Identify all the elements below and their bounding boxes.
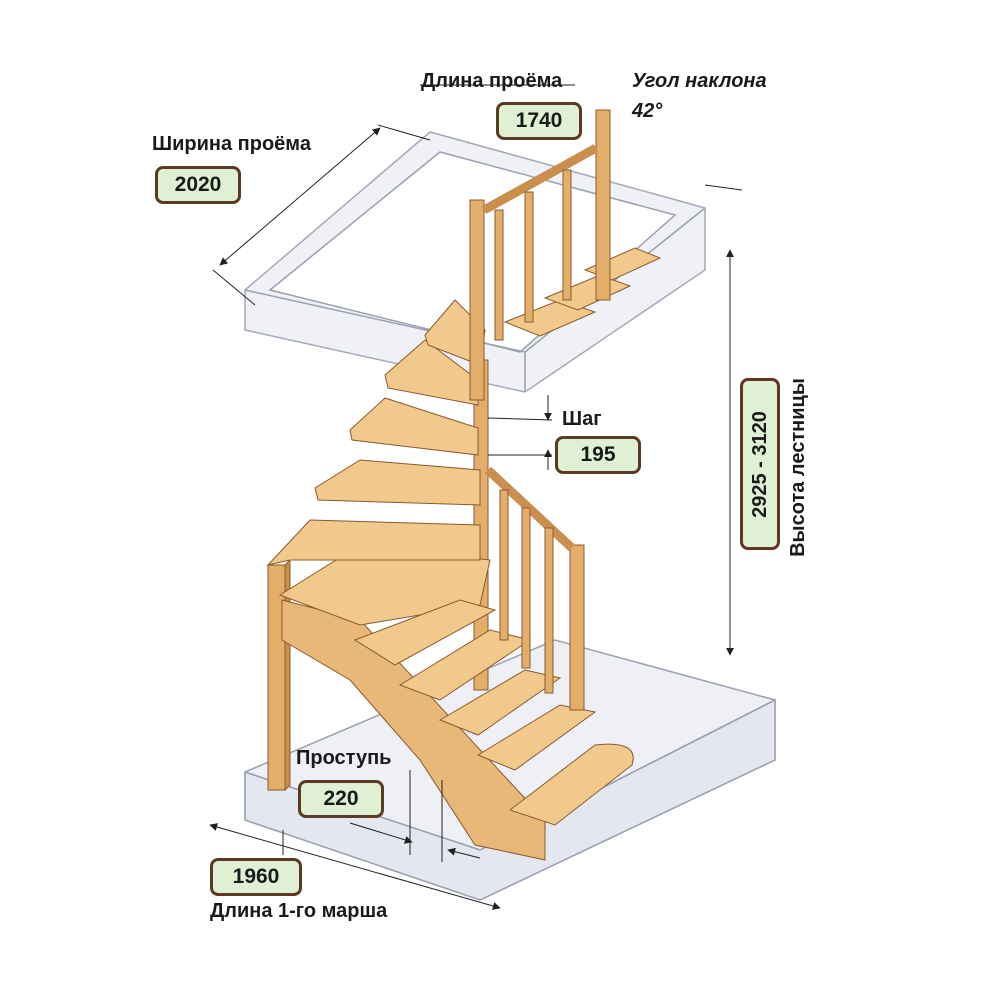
opening-length-value-box: 1740	[496, 102, 582, 140]
winder-step	[349, 397, 479, 456]
step-value-box: 195	[555, 436, 641, 474]
tread-label: Проступь	[296, 747, 392, 769]
step-label: Шаг	[562, 408, 602, 430]
winder-step	[266, 519, 481, 566]
slope-angle-value: 42°	[632, 100, 663, 122]
opening-length-label: Длина проёма	[421, 70, 563, 92]
tread-value-box: 220	[298, 780, 384, 818]
winder-steps	[266, 299, 491, 626]
opening-width-label: Ширина проёма	[152, 133, 311, 155]
lower-flight-steps	[353, 599, 634, 826]
step	[438, 669, 562, 736]
opening-width-value-box: 2020	[155, 166, 241, 204]
bottom-step	[508, 743, 634, 826]
stair-height-value: 2925 - 3120	[748, 410, 771, 518]
stair-height-label-wrap: Высота лестницы	[778, 378, 818, 557]
step	[476, 704, 597, 771]
stair-height-label: Высота лестницы	[786, 378, 809, 557]
lower-railing	[484, 466, 585, 711]
winder-step	[314, 459, 481, 506]
step	[353, 599, 497, 666]
first-flight-length-value-box: 1960	[210, 858, 302, 896]
stair-height-value-box: 2925 - 3120	[740, 378, 780, 550]
dimension-lines	[209, 84, 743, 910]
first-flight-length-label: Длина 1-го марша	[210, 900, 388, 922]
upper-railing	[469, 109, 611, 401]
slope-angle-title: Угол наклона	[632, 70, 767, 92]
